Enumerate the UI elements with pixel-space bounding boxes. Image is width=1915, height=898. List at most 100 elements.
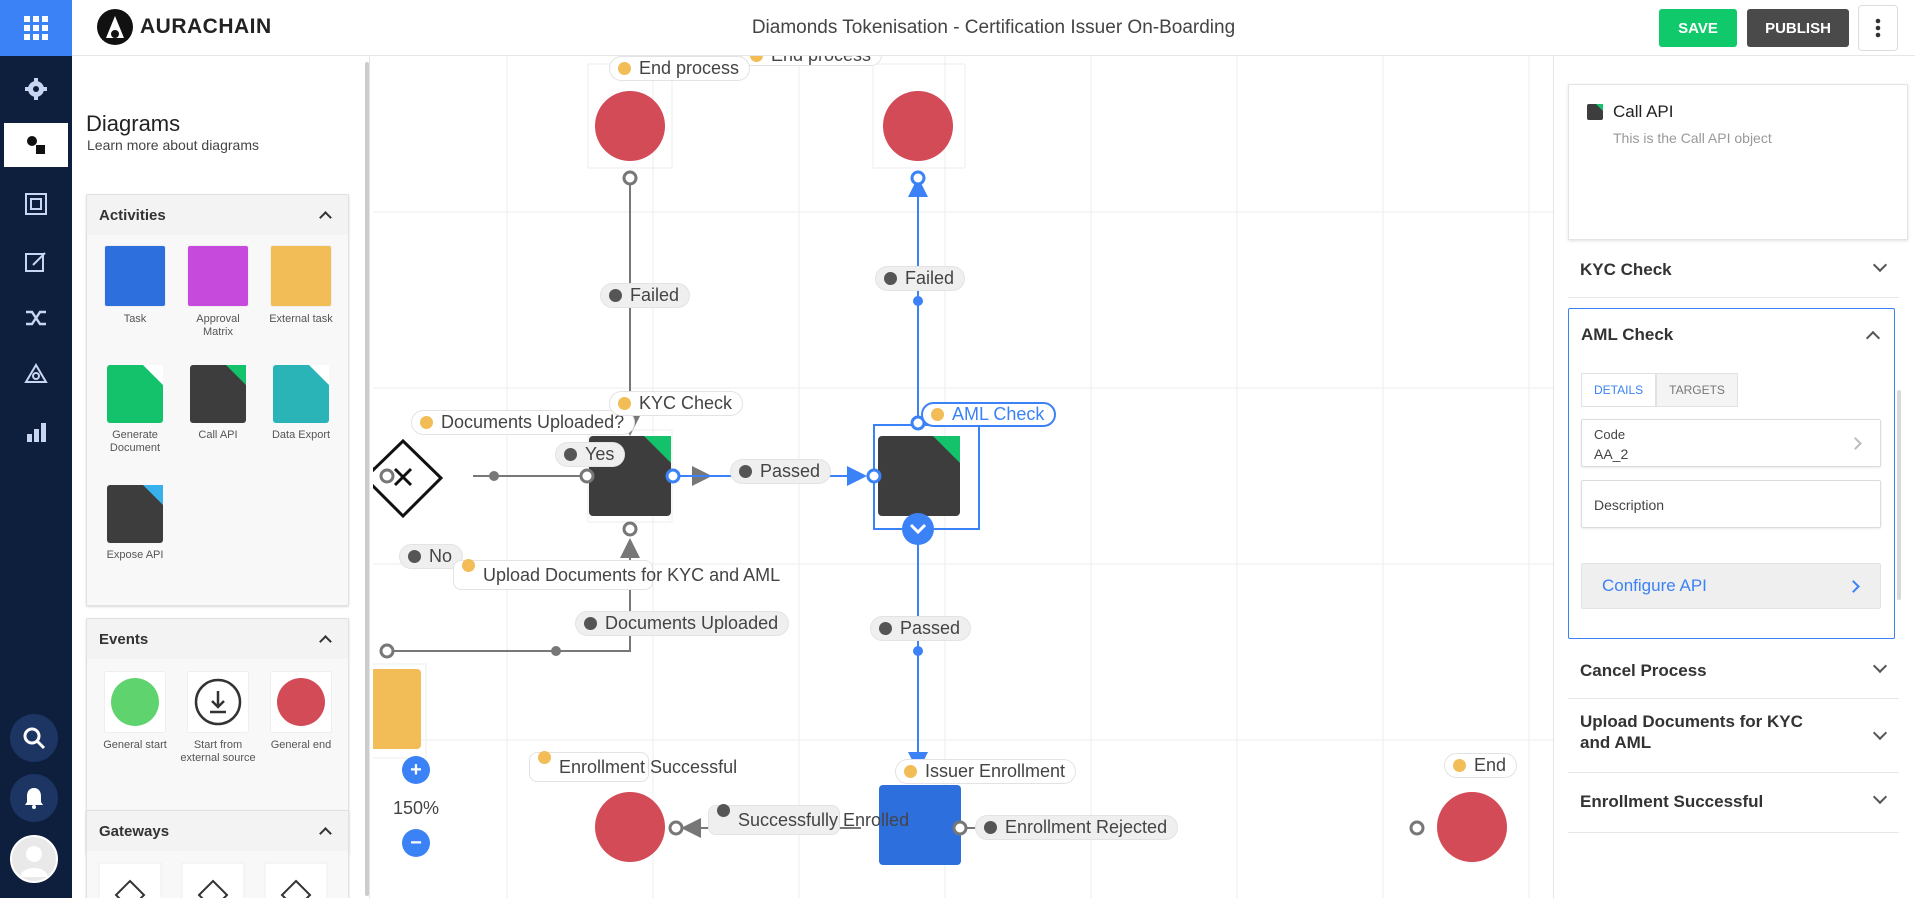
diagram-canvas[interactable]: End process End process Failed Failed xyxy=(373,56,1553,898)
label-successfully-enrolled[interactable]: Successfully Enrolled xyxy=(708,803,909,835)
label-documents-uploaded[interactable]: Documents Uploaded xyxy=(575,611,790,636)
chevron-right-icon xyxy=(1849,437,1862,450)
palette-item-task[interactable]: Task xyxy=(97,245,173,326)
palette-item-label: Approval Matrix xyxy=(196,313,240,338)
gateways-title: Gateways xyxy=(99,822,170,840)
notifications-button[interactable] xyxy=(10,774,58,822)
ports xyxy=(379,170,1425,836)
rail-item-network[interactable] xyxy=(4,353,68,397)
palette-item-external-task[interactable]: External task xyxy=(263,245,339,326)
chevron-up-icon xyxy=(319,827,332,840)
label-passed-1[interactable]: Passed xyxy=(730,459,832,484)
description-field[interactable]: Description xyxy=(1581,480,1881,528)
accordion-title: Enrollment Successful xyxy=(1580,792,1764,811)
label-upload-documents[interactable]: Upload Documents for KYC and AML xyxy=(453,558,780,590)
zoom-in-button[interactable]: + xyxy=(402,756,430,784)
label-yes[interactable]: Yes xyxy=(555,442,626,467)
activities-header[interactable]: Activities xyxy=(87,195,348,235)
chevron-up-icon[interactable] xyxy=(1865,330,1881,346)
palette-title: Diagrams xyxy=(86,111,181,136)
activities-section: Activities Task Approval Matrix External… xyxy=(86,194,349,606)
label-aml-check[interactable]: AML Check xyxy=(921,402,1057,427)
palette-item-data-export[interactable]: Data Export xyxy=(263,365,339,442)
accordion-cancel-process[interactable]: Cancel Process xyxy=(1568,649,1899,699)
palette-item-call-api[interactable]: Call API xyxy=(180,365,256,442)
bar-chart-icon xyxy=(27,423,46,442)
label-enrollment-rejected[interactable]: Enrollment Rejected xyxy=(975,815,1179,840)
label-passed-2[interactable]: Passed xyxy=(870,616,972,641)
label-end-process-1[interactable]: End process xyxy=(609,56,751,81)
call-api-icon xyxy=(190,365,246,423)
more-vertical-icon xyxy=(1875,18,1881,38)
download-circle-icon xyxy=(194,678,242,726)
label-end-process-2[interactable]: End process xyxy=(741,56,883,66)
palette-item-general-start[interactable]: General start xyxy=(97,671,173,752)
task-swatch xyxy=(104,245,166,307)
search-button[interactable] xyxy=(10,714,58,762)
palette-item-expose-api[interactable]: Expose API xyxy=(97,485,173,562)
palette-item-approval-matrix[interactable]: Approval Matrix xyxy=(180,245,256,339)
gateway-items-partial xyxy=(98,862,328,898)
palette-item-general-end[interactable]: General end xyxy=(263,671,339,752)
palette-item-label: General start xyxy=(103,739,167,751)
diagram-palette: Diagrams Learn more about diagrams Activ… xyxy=(72,56,370,898)
events-header[interactable]: Events xyxy=(87,619,348,659)
accordion-upload-documents[interactable]: Upload Documents for KYC and AML xyxy=(1568,701,1899,773)
aurachain-logo-icon xyxy=(97,9,133,45)
more-options-button[interactable] xyxy=(1858,5,1898,51)
rail-item-settings[interactable] xyxy=(4,67,68,111)
logo-text: AURACHAIN xyxy=(140,15,272,38)
palette-item-start-external[interactable]: Start from external source xyxy=(180,671,256,765)
publish-button[interactable]: PUBLISH xyxy=(1747,9,1849,47)
rail-item-shuffle[interactable] xyxy=(4,296,68,340)
tab-details[interactable]: DETAILS xyxy=(1581,373,1657,407)
palette-subtitle-link[interactable]: Learn more about diagrams xyxy=(87,137,259,153)
rail-item-reports[interactable] xyxy=(4,410,68,454)
accordion-enrollment-successful[interactable]: Enrollment Successful xyxy=(1568,775,1899,833)
call-api-title: Call API xyxy=(1613,102,1674,121)
rail-item-edit[interactable] xyxy=(4,240,68,284)
rail-item-diagrams[interactable] xyxy=(4,123,68,167)
search-icon xyxy=(23,727,46,750)
end-node xyxy=(1437,792,1507,862)
configure-api-button[interactable]: Configure API xyxy=(1581,563,1881,609)
label-issuer-enrollment[interactable]: Issuer Enrollment xyxy=(895,759,1077,784)
accordion-aml-check: AML Check DETAILS TARGETS Code AA_2 Desc… xyxy=(1568,308,1895,639)
accordion-kyc-check[interactable]: KYC Check xyxy=(1568,240,1899,298)
palette-item-label: Start from external source xyxy=(180,739,256,764)
palette-item-label: Expose API xyxy=(106,549,164,561)
rail-item-forms[interactable] xyxy=(4,182,68,226)
edit-icon xyxy=(25,252,46,272)
expand-node-button[interactable] xyxy=(902,513,934,545)
chevron-up-icon xyxy=(319,211,332,224)
bend-dots-blue xyxy=(913,296,923,656)
avatar[interactable] xyxy=(10,835,58,883)
label-enrollment-successful[interactable]: Enrollment Successful xyxy=(529,750,737,782)
accordion-title: KYC Check xyxy=(1580,260,1672,279)
upload-documents-node xyxy=(373,669,421,749)
palette-item-generate-document[interactable]: Generate Document xyxy=(97,365,173,455)
events-title: Events xyxy=(99,630,149,648)
palette-item-label: External task xyxy=(269,313,333,325)
enrollment-successful-end-node xyxy=(595,792,665,862)
accordion-title: Upload Documents for KYC and AML xyxy=(1580,712,1803,752)
save-button[interactable]: SAVE xyxy=(1659,9,1737,47)
label-failed-2[interactable]: Failed xyxy=(875,266,966,291)
tab-targets[interactable]: TARGETS xyxy=(1656,373,1738,407)
label-no[interactable]: No xyxy=(399,544,464,569)
apps-grid-button[interactable] xyxy=(0,0,72,56)
gateways-header[interactable]: Gateways xyxy=(87,811,348,851)
palette-item-label: General end xyxy=(270,739,332,751)
code-field[interactable]: Code AA_2 xyxy=(1581,419,1881,467)
gear-icon xyxy=(25,78,47,100)
palette-scrollbar[interactable] xyxy=(365,62,369,896)
label-end[interactable]: End xyxy=(1444,753,1518,778)
accordion-title[interactable]: AML Check xyxy=(1581,325,1674,344)
issuer-enrollment-node xyxy=(879,785,961,865)
call-api-card: Call API This is the Call API object xyxy=(1568,84,1908,240)
label-documents-uploaded-question[interactable]: Documents Uploaded? xyxy=(411,410,636,435)
zoom-out-button[interactable]: − xyxy=(402,829,430,857)
label-kyc-check[interactable]: KYC Check xyxy=(609,391,744,416)
label-failed-1[interactable]: Failed xyxy=(600,283,691,308)
panel-scrollbar[interactable] xyxy=(1897,390,1901,600)
